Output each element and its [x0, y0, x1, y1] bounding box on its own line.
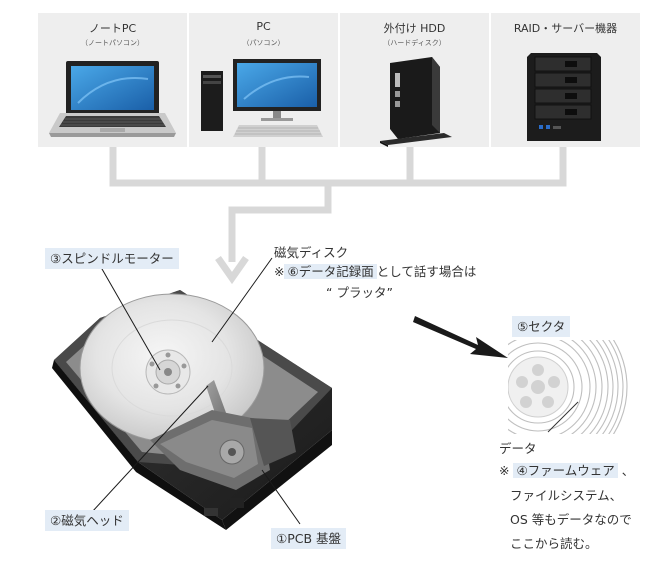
label-sector: ⑤セクタ: [512, 316, 571, 337]
data-note-suffix: 、: [617, 463, 635, 478]
device-title: PC: [256, 20, 271, 33]
label-spindle-motor: ③スピンドルモーター: [45, 248, 179, 269]
device-card-external-hdd: 外付け HDD （ハードディスク）: [340, 13, 489, 147]
device-card-laptop: ノートPC （ノートパソコン）: [38, 13, 187, 147]
data-note-highlight: ④ファームウェア: [513, 463, 618, 478]
device-subtitle: （ハードディスク）: [383, 39, 446, 47]
device-title: ノートPC: [88, 22, 137, 35]
platter-note-suffix: として話す場合は: [376, 264, 477, 279]
device-title: RAID・サーバー機器: [513, 22, 618, 35]
platter-note-line3: “ プラッタ”: [326, 285, 393, 300]
pointer-arrow: [413, 316, 508, 358]
platter-note-line2: ※⑥データ記録面として話す場合は: [274, 263, 476, 281]
device-subtitle: （パソコン）: [242, 39, 285, 47]
external-hdd-icon: [380, 57, 452, 147]
data-note-prefix: ※: [499, 463, 514, 478]
label-magnetic-head: ②磁気ヘッド: [45, 510, 129, 531]
device-card-raid-server: RAID・サーバー機器: [491, 13, 640, 147]
label-pcb: ①PCB 基盤: [271, 528, 347, 549]
platter-note-highlight: ⑥データ記録面: [284, 264, 377, 279]
spindle-hub: [145, 349, 191, 395]
platter-note-prefix: ※: [274, 264, 285, 279]
data-note-line1: データ: [499, 441, 537, 456]
device-title: 外付け HDD: [383, 22, 446, 35]
raid-server-icon: [527, 53, 601, 141]
device-subtitle: （ノートパソコン）: [81, 39, 144, 47]
data-note-line5: ここから読む。: [510, 536, 598, 551]
platter-note-line1: 磁気ディスク: [274, 245, 349, 260]
data-note-line3: ファイルシステム、: [510, 488, 623, 503]
desktop-pc-icon: [201, 59, 323, 137]
device-card-pc: PC （パソコン）: [189, 13, 338, 147]
data-note-line2: ※ ④ファームウェア 、: [499, 462, 634, 480]
laptop-icon: [49, 61, 176, 137]
sector-illustration: [508, 340, 628, 434]
data-note-line4: OS 等もデータなので: [510, 512, 632, 527]
